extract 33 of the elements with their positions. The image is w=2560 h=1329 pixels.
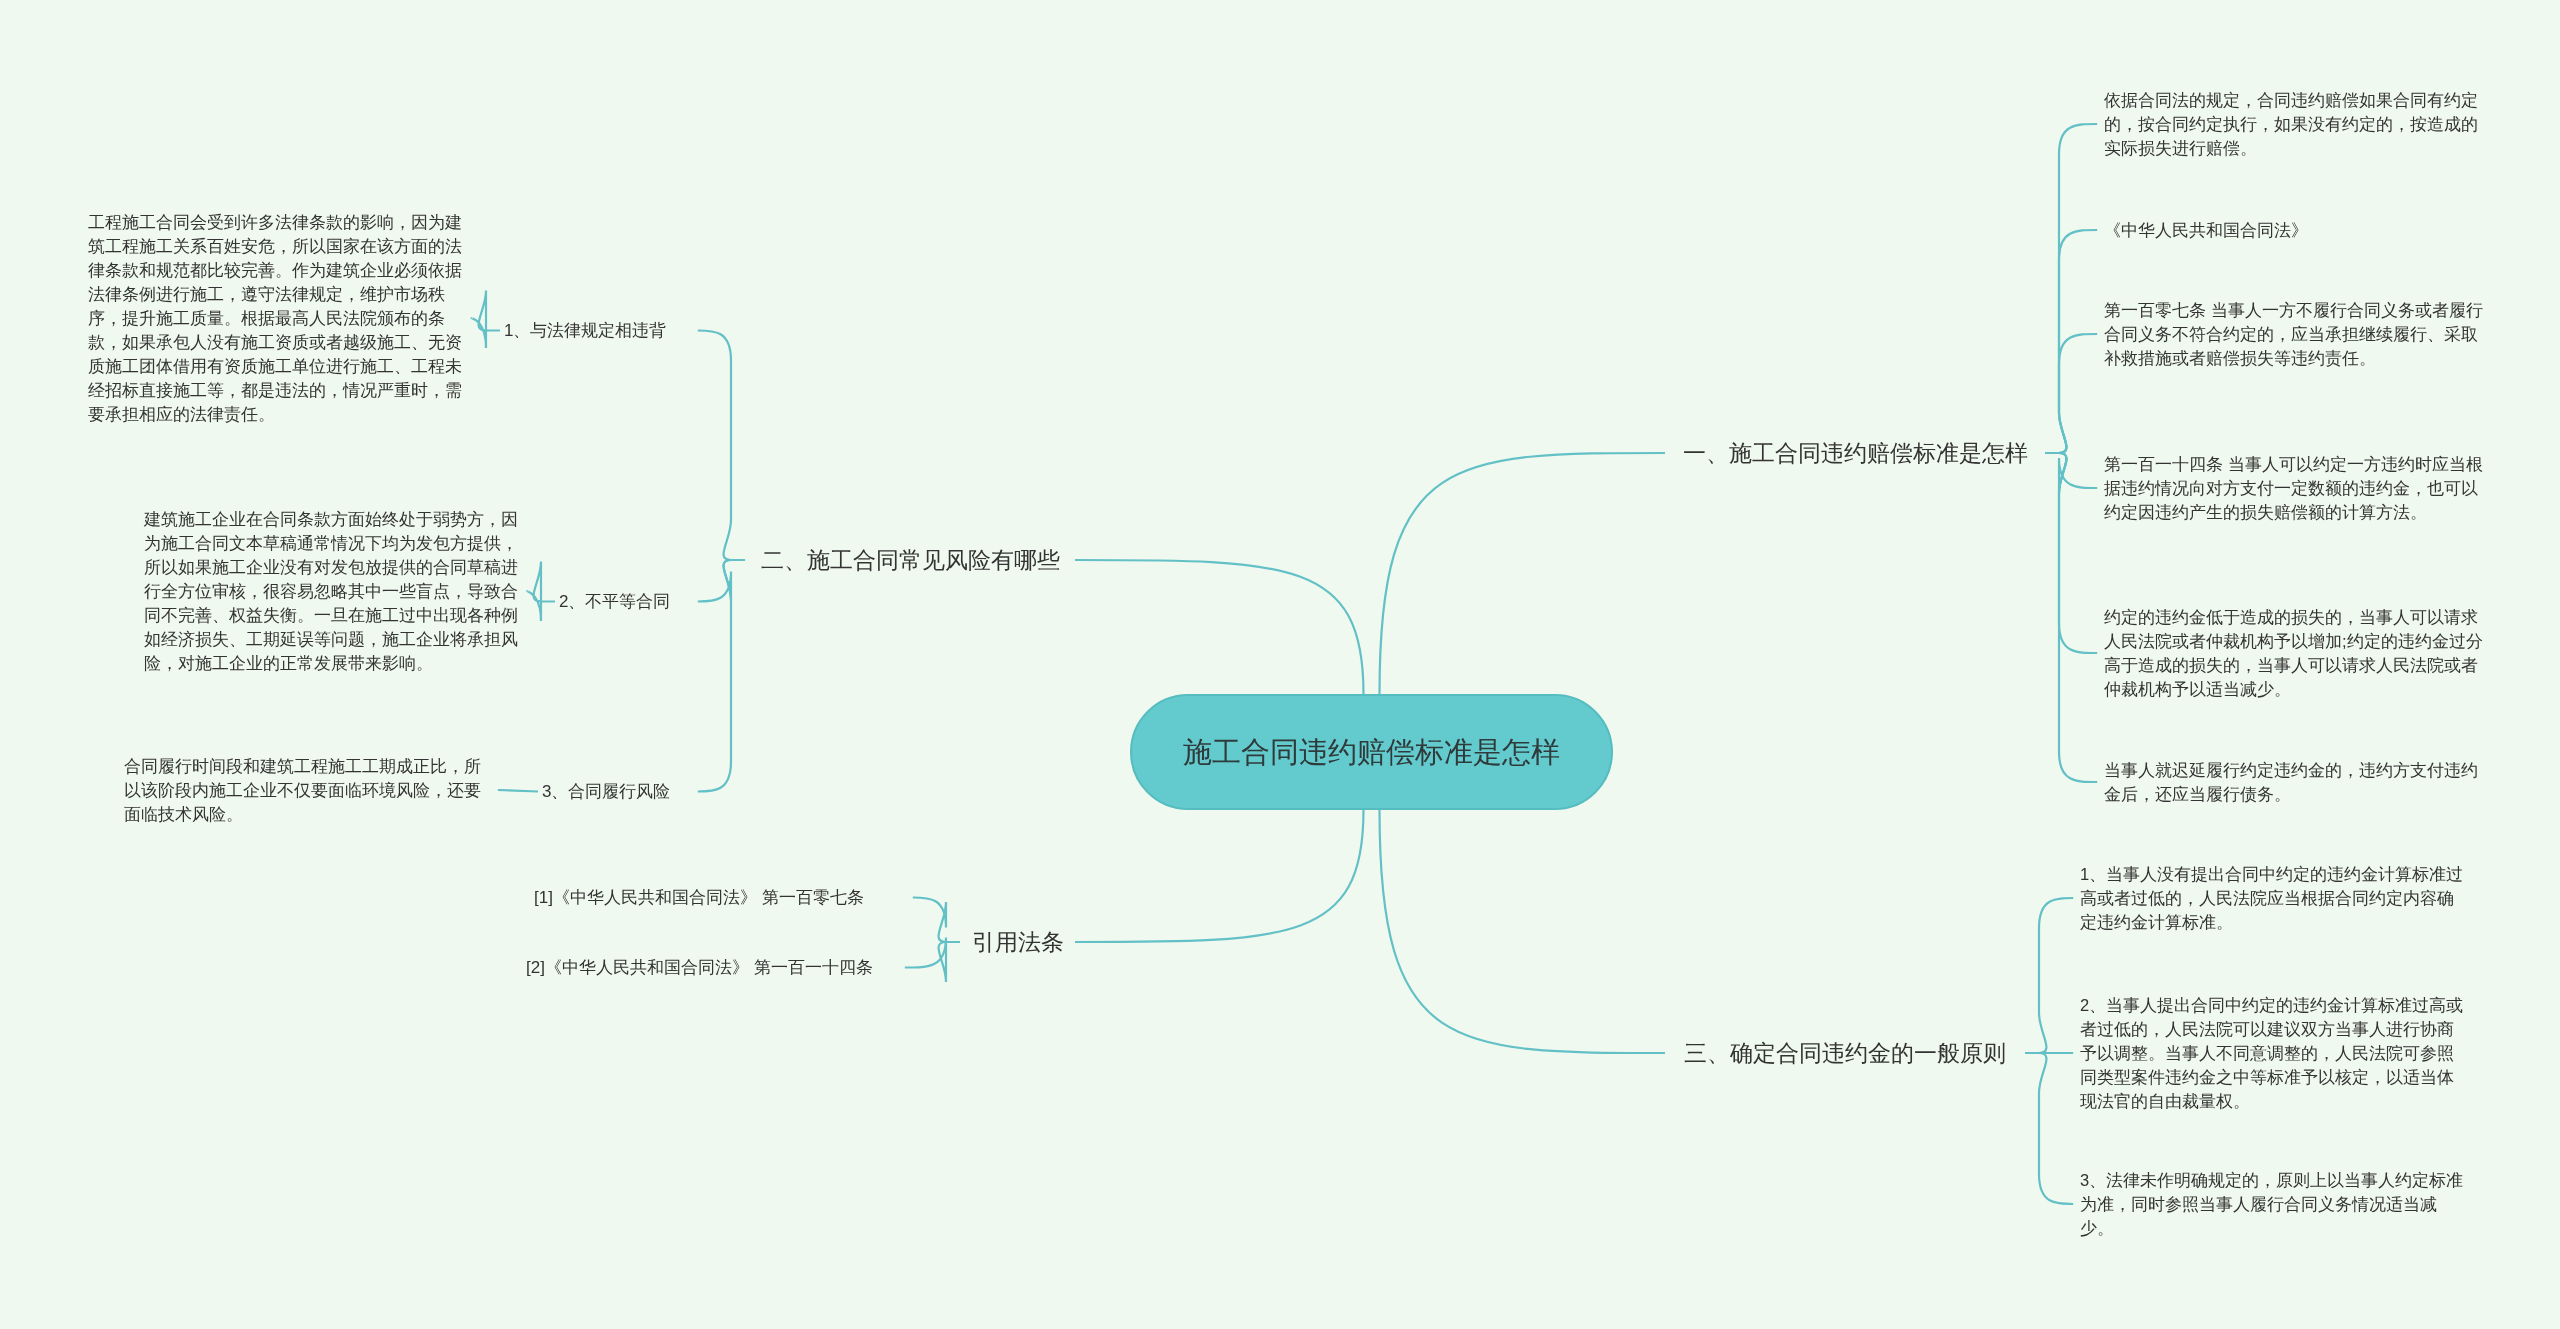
note-text: 工程施工合同会受到许多法律条款的影响，因为建筑工程施工关系百姓安危，所以国家在该方面的法律条款和规范都比较完善。作为建筑企业必须依据法律条例进行施工，遵守法律规定，维护市场秩序，提升施工质量。根据最高人民法院颁布的条款，如果承包人没有施工资质或者越级施工、无资质施工团体借用有资质施工单位进行施工、工程未经招标直接施工等，都是违法的，情况严重时，需要承担相应的法律责任。: [84, 210, 469, 426]
connector-line: [1075, 809, 1365, 944]
branch-topic: 引用法条: [960, 923, 1075, 961]
subtopic-label: [1]《中华人民共和国合同法》 第一百零七条: [530, 885, 910, 910]
note-text: 建筑施工企业在合同条款方面始终处于弱势方，因为施工合同文本草稿通常情况下均为发包方提供，所以如果施工企业没有对发包放提供的合同草稿进行全方位审核，很容易忽略其中一些盲点，导致合同不完善、权益失衡。一旦在施工过中出现各种例如经济损失、工期延误等问题，施工企业将承担风险，对施工企业的正常发展带来影响。: [140, 507, 525, 675]
note-text: 3、法律未作明确规定的，原则上以当事人约定标准为准，同时参照当事人履行合同义务情况适当减少。: [2076, 1168, 2471, 1240]
note-text: 当事人就迟延履行约定违约金的，违约方支付违约金后，还应当履行债务。: [2100, 758, 2490, 806]
connector-line: [471, 289, 500, 350]
branch-topic: 三、确定合同违约金的一般原则: [1665, 1034, 2025, 1072]
note-text: 约定的违约金低于造成的损失的，当事人可以请求人民法院或者仲裁机构予以增加;约定的违约金过分高于造成的损失的，当事人可以请求人民法院或者仲裁机构予以适当减少。: [2100, 605, 2490, 701]
branch-topic: 一、施工合同违约赔偿标准是怎样: [1665, 434, 2045, 472]
connector-line: [1075, 558, 1365, 695]
note-text: 2、当事人提出合同中约定的违约金计算标准过高或者过低的，人民法院可以建议双方当事人进行协商予以调整。当事人不同意调整的，人民法院可参照同类型案件违约金之中等标准予以核定，以适当体现法官的自由裁量权。: [2076, 993, 2471, 1113]
note-text: 《中华人民共和国合同法》: [2100, 218, 2490, 242]
connector-line: [697, 558, 745, 793]
connector-line: [527, 560, 555, 623]
connector-line: [1378, 451, 1665, 695]
branch-topic: 二、施工合同常见风险有哪些: [745, 541, 1075, 579]
connector-line: [497, 788, 539, 793]
subtopic-label: 1、与法律规定相违背: [500, 318, 695, 343]
connector-line: [2025, 1051, 2074, 1206]
note-text: 依据合同法的规定，合同违约赔偿如果合同有约定的，按合同约定执行，如果没有约定的，按造成的实际损失进行赔偿。: [2100, 88, 2490, 160]
connector-line: [2045, 451, 2098, 784]
note-text: 第一百零七条 当事人一方不履行合同义务或者履行合同义务不符合约定的，应当承担继续履行、采取补救措施或者赔偿损失等违约责任。: [2100, 298, 2490, 370]
subtopic-label: [2]《中华人民共和国合同法》 第一百一十四条: [522, 955, 902, 980]
note-text: 1、当事人没有提出合同中约定的违约金计算标准过高或者过低的，人民法院应当根据合同约定内容确定违约金计算标准。: [2076, 862, 2471, 934]
note-text: 合同履行时间段和建筑工程施工工期成正比，所以该阶段内施工企业不仅要面临环境风险，还要面临技术风险。: [120, 754, 495, 826]
subtopic-label: 2、不平等合同: [555, 589, 695, 614]
subtopic-label: 3、合同履行风险: [538, 779, 695, 804]
central-topic: 施工合同违约赔偿标准是怎样: [1130, 694, 1613, 810]
connector-line: [1378, 809, 1665, 1055]
note-text: 第一百一十四条 当事人可以约定一方违约时应当根据违约情况向对方支付一定数额的违约金，也可以约定因违约产生的损失赔偿额的计算方法。: [2100, 452, 2490, 524]
connector-line: [904, 936, 960, 984]
